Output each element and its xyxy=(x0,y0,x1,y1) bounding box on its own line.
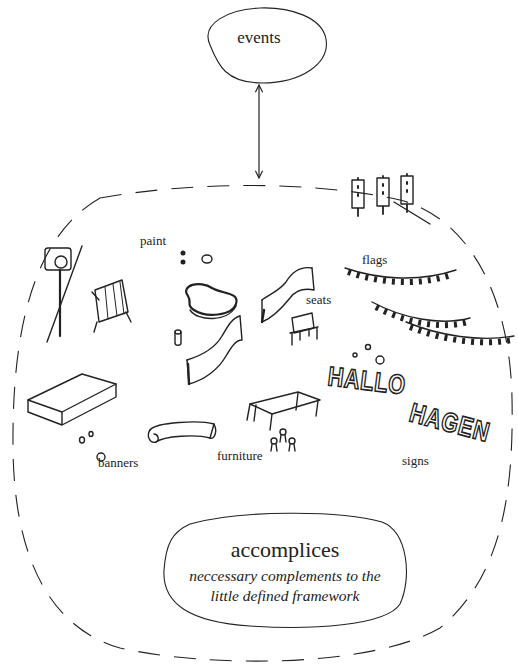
node-title: events xyxy=(190,29,328,48)
item-label: seats xyxy=(306,293,331,307)
item-label: furniture xyxy=(217,449,262,463)
item-label: signs xyxy=(402,454,429,468)
event-cloud: events xyxy=(190,5,328,85)
node-title: accomplices xyxy=(160,538,410,562)
item-label: banners xyxy=(98,456,138,470)
item-label: paint xyxy=(140,234,166,248)
accomplice-cloud: accomplices neccessary complements to the… xyxy=(160,508,410,630)
accomplice-area: paint flags seats furniture banners signs HALL… xyxy=(10,178,515,662)
sign-lettering: HALLO xyxy=(326,362,407,401)
sign-lettering: HAGEN xyxy=(406,399,493,449)
node-description: neccessary complements to the little def… xyxy=(185,566,385,606)
item-label: flags xyxy=(362,253,387,267)
double-arrow xyxy=(258,85,259,178)
